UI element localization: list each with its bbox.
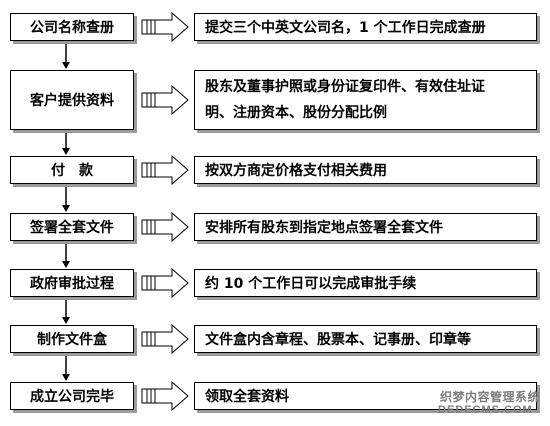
down-arrow-head	[62, 62, 70, 69]
desc-government-approval: 约 10 个工作日可以完成审批手续	[194, 269, 537, 297]
desc-text: 安排所有股东到指定地点签署全套文件	[205, 220, 443, 236]
desc-text: 股东及董事护照或身份证复印件、有效住址证	[205, 79, 485, 95]
desc-client-documents: 股东及董事护照或身份证复印件、有效住址证 明、注册资本、股份分配比例	[194, 70, 537, 130]
down-arrow-head	[62, 148, 70, 155]
watermark-line1: 织梦内容管理系统	[440, 390, 541, 404]
desc-text: 提交三个中英文公司名，1 个工作日完成查册	[205, 20, 486, 36]
desc-sign-documents: 安排所有股东到指定地点签署全套文件	[194, 213, 537, 241]
step-label: 付 款	[51, 163, 93, 179]
desc-company-name-search: 提交三个中英文公司名，1 个工作日完成查册	[194, 13, 537, 41]
step-government-approval: 政府审批过程	[10, 269, 134, 297]
right-block-arrow	[141, 84, 189, 116]
right-block-arrow	[141, 323, 189, 355]
step-sign-documents: 签署全套文件	[10, 213, 134, 241]
down-arrow-head	[62, 205, 70, 212]
desc-text: 按双方商定价格支付相关费用	[205, 163, 387, 179]
desc-text: 文件盒内含章程、股票本、记事册、印章等	[205, 332, 471, 348]
step-make-file-box: 制作文件盒	[10, 325, 134, 353]
step-label: 签署全套文件	[30, 220, 114, 236]
right-block-arrow	[141, 380, 189, 412]
step-company-name-search: 公司名称查册	[10, 13, 134, 41]
desc-text: 明、注册资本、股份分配比例	[205, 105, 387, 121]
right-block-arrow	[141, 211, 189, 243]
desc-text: 约 10 个工作日可以完成审批手续	[205, 276, 417, 292]
step-label: 制作文件盒	[37, 332, 107, 348]
step-payment: 付 款	[10, 156, 134, 184]
step-label: 政府审批过程	[30, 276, 114, 292]
down-arrow-head	[62, 261, 70, 268]
step-company-established: 成立公司完毕	[10, 382, 134, 410]
down-arrow-head	[62, 317, 70, 324]
step-client-documents: 客户提供资料	[10, 70, 134, 130]
right-block-arrow	[141, 267, 189, 299]
desc-make-file-box: 文件盒内含章程、股票本、记事册、印章等	[194, 325, 537, 353]
right-block-arrow	[141, 11, 189, 43]
down-arrow-head	[62, 374, 70, 381]
desc-text: 领取全套资料	[205, 389, 289, 405]
step-label: 成立公司完毕	[30, 389, 114, 405]
step-label: 公司名称查册	[30, 20, 114, 36]
watermark-line2: DEDECMS.COM	[438, 404, 533, 416]
step-label: 客户提供资料	[30, 93, 114, 109]
desc-payment: 按双方商定价格支付相关费用	[194, 156, 537, 184]
right-block-arrow	[141, 154, 189, 186]
desc-company-established: 领取全套资料	[194, 382, 537, 410]
